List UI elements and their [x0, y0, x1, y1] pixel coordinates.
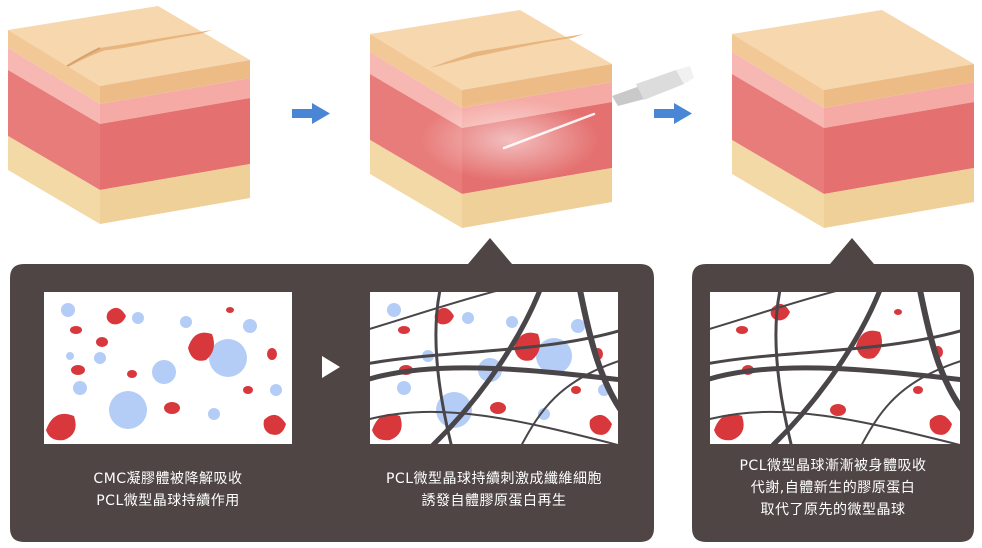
blue-particle	[243, 319, 257, 333]
blue-particle	[152, 360, 176, 384]
caption-gel-absorbed: CMC凝膠體被降解吸收 PCL微型晶球持續作用	[44, 468, 292, 512]
red-particle	[127, 370, 137, 378]
micro-view-collagen-replaced	[710, 292, 960, 444]
caption-line: PCL微型晶球持續作用	[96, 493, 240, 509]
caption-line: 代謝,自體新生的膠原蛋白	[750, 480, 916, 496]
play-arrow-icon	[322, 356, 340, 378]
red-particle	[263, 414, 286, 435]
blue-particle	[208, 408, 220, 420]
blue-particle	[61, 303, 75, 317]
blue-particle	[209, 339, 247, 377]
red-particle	[46, 413, 76, 441]
caption-line: CMC凝膠體被降解吸收	[93, 471, 243, 487]
right-arrow-icon	[654, 103, 692, 124]
blue-particle	[180, 316, 192, 328]
red-particle	[243, 386, 253, 394]
blue-particle	[66, 352, 74, 360]
red-particle	[164, 402, 180, 414]
red-particle	[71, 365, 85, 375]
blue-particle	[73, 381, 87, 395]
red-particle	[226, 307, 234, 313]
micro-view-collagen-growth	[370, 292, 618, 444]
caption-line: PCL微型晶球持續刺激成纖維細胞	[385, 471, 603, 487]
red-particle	[106, 307, 126, 325]
skin-block-wrinkled-icon	[8, 6, 250, 224]
caption-microspheres-replaced: PCL微型晶球漸漸被身體吸收 代謝,自體新生的膠原蛋白 取代了原先的微型晶球	[700, 455, 966, 521]
blue-particle	[270, 384, 282, 396]
blue-particle	[109, 391, 147, 429]
right-arrow-icon	[292, 103, 330, 124]
syringe-icon	[612, 66, 694, 106]
blue-particle	[94, 352, 106, 364]
blue-particle	[132, 312, 144, 324]
caption-collagen-stimulation: PCL微型晶球持續刺激成纖維細胞 誘發自體膠原蛋白再生	[344, 468, 644, 512]
red-particle	[70, 326, 82, 334]
red-particle	[267, 348, 277, 360]
caption-line: 誘發自體膠原蛋白再生	[421, 493, 567, 509]
skin-block-injection-icon	[370, 10, 612, 228]
caption-line: 取代了原先的微型晶球	[760, 502, 906, 518]
caption-line: PCL微型晶球漸漸被身體吸收	[739, 458, 927, 474]
skin-block-smooth-icon	[732, 10, 974, 228]
micro-view-gel	[44, 292, 292, 444]
red-particle	[188, 332, 214, 361]
red-particle	[96, 337, 108, 347]
